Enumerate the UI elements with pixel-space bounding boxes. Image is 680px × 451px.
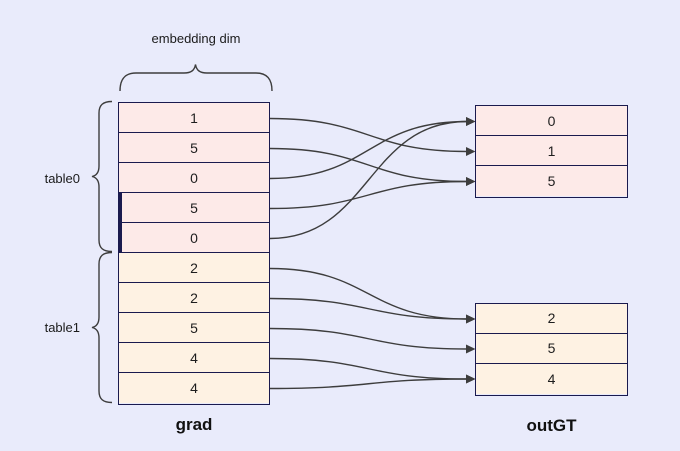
outgt-table0-row-1: 1 <box>476 136 627 166</box>
grad-table0-row-0: 1 <box>119 103 269 133</box>
cell-value: 5 <box>190 199 198 216</box>
grad-table0-row-3: 5 <box>119 193 269 223</box>
cell-value: 0 <box>547 112 556 129</box>
cell-value: 2 <box>190 289 198 306</box>
cell-value: 5 <box>190 139 198 156</box>
cell-value: 0 <box>190 229 198 246</box>
mapping-arrow-7 <box>269 327 476 354</box>
embedding-dim-brace <box>119 64 273 92</box>
grad-table1-row-4: 4 <box>119 373 269 403</box>
outgt-table0-row-0: 0 <box>476 106 627 136</box>
grad-table0-row-2: 0 <box>119 163 269 193</box>
outgt-caption: outGT <box>526 416 577 435</box>
table1-label: table1 <box>44 320 80 335</box>
cell-value: 5 <box>190 319 198 336</box>
outgt-table1: 2 5 4 <box>475 302 628 396</box>
grad-table0-row-1: 5 <box>119 133 269 163</box>
table0-brace <box>91 100 113 253</box>
mapping-arrow-9 <box>269 374 476 390</box>
embedding-dim-label: embedding dim <box>151 31 241 46</box>
grad-table0-row-4: 0 <box>119 223 269 253</box>
cell-value: 2 <box>547 310 556 326</box>
cell-value: 1 <box>547 142 556 159</box>
outgt-table0: 0 1 5 <box>475 105 628 198</box>
arrow-group <box>269 117 476 390</box>
mapping-arrow-5 <box>269 267 476 324</box>
outgt-table1-row-1: 5 <box>476 333 627 364</box>
outgt-table1-row-2: 4 <box>476 363 627 394</box>
mapping-arrow-8 <box>269 357 476 384</box>
cell-value: 1 <box>190 109 198 126</box>
outgt-table0-row-2: 5 <box>476 166 627 196</box>
grad-table1-row-0: 2 <box>119 253 269 283</box>
mapping-arrow-1 <box>269 147 476 186</box>
cell-value: 0 <box>190 169 198 186</box>
cell-value: 4 <box>190 380 198 396</box>
grad-caption: grad <box>175 415 213 434</box>
table0-label: table0 <box>44 171 80 186</box>
grad-table1-row-2: 5 <box>119 313 269 343</box>
outgt-table1-row-0: 2 <box>476 303 627 334</box>
cell-value: 4 <box>190 349 198 366</box>
mapping-arrow-0 <box>269 117 476 156</box>
mapping-arrow-6 <box>269 297 476 324</box>
cell-value: 4 <box>547 370 556 387</box>
cell-value: 2 <box>190 259 198 276</box>
grad-table: 1 5 0 5 0 2 2 5 4 4 <box>118 102 270 405</box>
cell-value: 5 <box>547 173 556 189</box>
mapping-arrow-4 <box>269 117 476 240</box>
table1-brace <box>91 251 113 404</box>
mapping-arrow-2 <box>269 117 476 180</box>
cell-value: 5 <box>547 340 556 356</box>
mapping-arrow-3 <box>269 177 476 210</box>
grad-table1-row-3: 4 <box>119 343 269 373</box>
grad-table1-row-1: 2 <box>119 283 269 313</box>
